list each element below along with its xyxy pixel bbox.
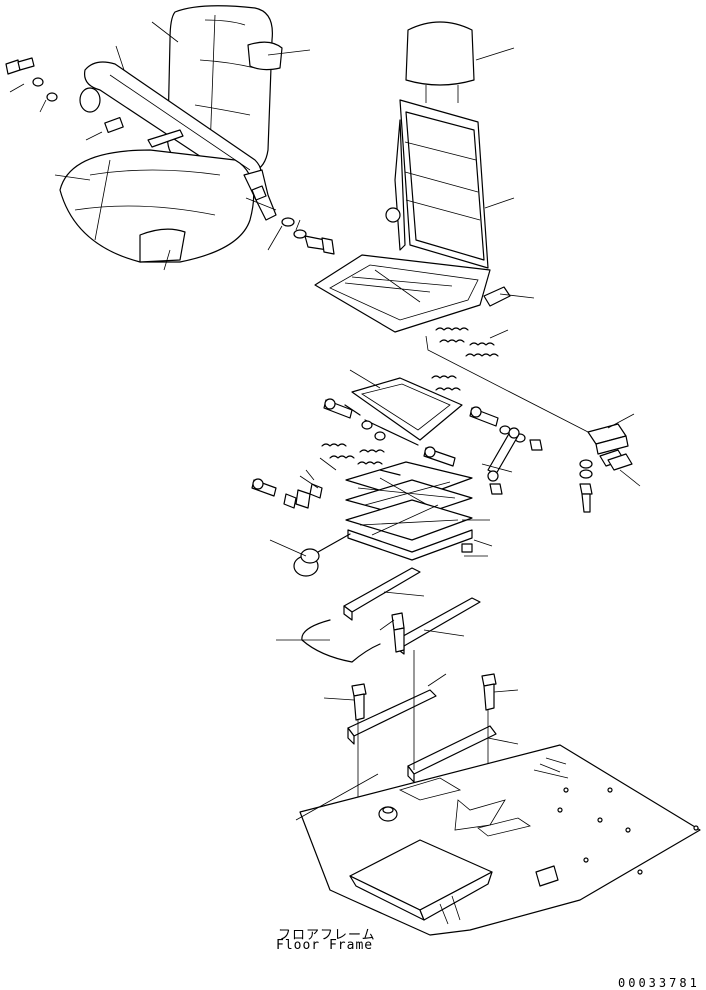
lower-rail-right <box>408 726 496 782</box>
floor-frame-caption-jp: フロアフレーム <box>278 928 376 943</box>
armrest-pin <box>105 118 123 133</box>
side-clips <box>600 450 632 470</box>
upper-rail-right <box>396 598 480 654</box>
shock-absorber <box>488 428 519 494</box>
springs-middle <box>322 376 460 464</box>
leader-lines <box>10 22 640 820</box>
backrest-frame <box>386 100 488 268</box>
seat-cushion <box>60 150 254 262</box>
seat-pan-frame <box>315 255 490 332</box>
drawing-number: 00033781 <box>618 976 700 990</box>
headrest <box>406 22 474 103</box>
scissor-mechanism <box>346 462 472 560</box>
rail-bolt-center <box>392 613 404 652</box>
side-bracket <box>588 424 628 454</box>
slide-handle <box>484 287 510 306</box>
upper-bracket <box>345 378 462 445</box>
lower-bolts-left <box>252 479 322 508</box>
armrest <box>80 62 261 186</box>
bolt-right-upper <box>282 218 334 254</box>
long-leader-line <box>426 336 588 432</box>
lever-strip <box>148 130 183 147</box>
springs-upper-right <box>436 328 498 356</box>
small-cap <box>462 544 472 552</box>
mount-plate <box>350 840 492 924</box>
floor-frame <box>300 745 700 935</box>
headrest-pad <box>248 42 282 69</box>
floor-plug <box>379 807 397 821</box>
floor-block <box>536 866 558 886</box>
height-knob <box>294 534 350 576</box>
bolt-left-upper <box>6 58 57 101</box>
side-washers-bolt <box>580 460 592 512</box>
floor-frame-caption-en: Floor Frame <box>276 938 374 953</box>
seat-belt-buckle <box>244 170 276 220</box>
wire-cable <box>302 620 380 662</box>
mount-bolts <box>352 674 496 720</box>
upper-rail-left <box>344 568 420 620</box>
